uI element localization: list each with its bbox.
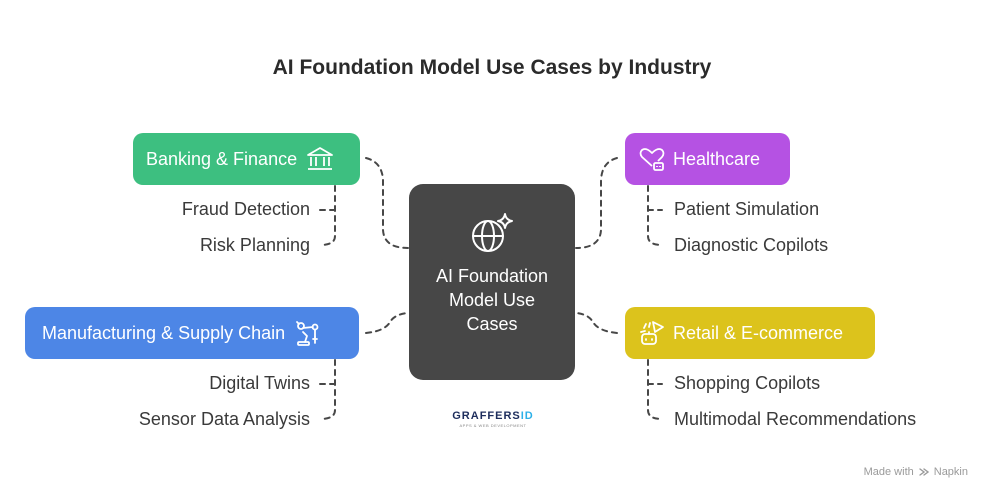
banking-finance-label: Banking & Finance: [146, 148, 298, 169]
connector-retail-center: [575, 312, 618, 334]
bank-icon: [305, 144, 335, 174]
connector-healthcare-center: [575, 157, 618, 249]
robot-arm-icon: [293, 318, 323, 348]
made-with-napkin: Made with Napkin: [864, 466, 968, 478]
use-case-shopping-copilots: Shopping Copilots: [674, 373, 821, 393]
heart-hand-icon: [637, 144, 667, 174]
use-case-multimodal-recommendations: Multimodal Recommendations: [674, 409, 917, 429]
connector-healthcare-uses: [647, 185, 663, 246]
napkin-label: Napkin: [933, 466, 968, 478]
connector-retail-uses: [647, 359, 663, 420]
healthcare-label: Healthcare: [673, 148, 761, 169]
logo-wordmark: GRAFFERSID: [452, 410, 534, 422]
connector-manufacturing-uses: [319, 359, 336, 420]
connector-manufacturing-center: [365, 312, 409, 334]
connector-banking-center: [365, 157, 409, 249]
logo-tagline: APPS & WEB DEVELOPMENT: [459, 423, 527, 428]
retail-ecommerce-box: Retail & E-commerce: [625, 307, 875, 359]
graffersid-logo: GRAFFERSID APPS & WEB DEVELOPMENT: [448, 410, 538, 436]
retail-ecommerce-label: Retail & E-commerce: [673, 322, 844, 343]
connector-banking-uses: [319, 185, 336, 246]
diagram-title: AI Foundation Model Use Cases by Industr…: [272, 56, 712, 79]
use-case-sensor-data-analysis: Sensor Data Analysis: [138, 409, 310, 429]
center-hub-label: AI Foundation Model Use Cases: [435, 266, 549, 334]
center-hub-box: AI Foundation Model Use Cases: [409, 184, 575, 380]
use-case-digital-twins: Digital Twins: [209, 373, 310, 393]
napkin-icon: [919, 468, 929, 476]
logo-name-part1: GRAFFERS: [452, 410, 521, 422]
logo-name-part2: ID: [520, 410, 534, 422]
use-case-diagnostic-copilots: Diagnostic Copilots: [674, 235, 829, 255]
megaphone-bot-icon: [637, 318, 667, 348]
use-case-fraud-detection: Fraud Detection: [181, 199, 310, 219]
made-with-label: Made with: [863, 466, 914, 478]
healthcare-box: Healthcare: [625, 133, 790, 185]
manufacturing-supply-chain-label: Manufacturing & Supply Chain: [42, 322, 286, 343]
banking-finance-box: Banking & Finance: [133, 133, 360, 185]
use-case-patient-simulation: Patient Simulation: [674, 199, 820, 219]
globe-sparkle-icon: [472, 213, 513, 252]
manufacturing-supply-chain-box: Manufacturing & Supply Chain: [25, 307, 359, 359]
use-case-risk-planning: Risk Planning: [199, 235, 310, 255]
